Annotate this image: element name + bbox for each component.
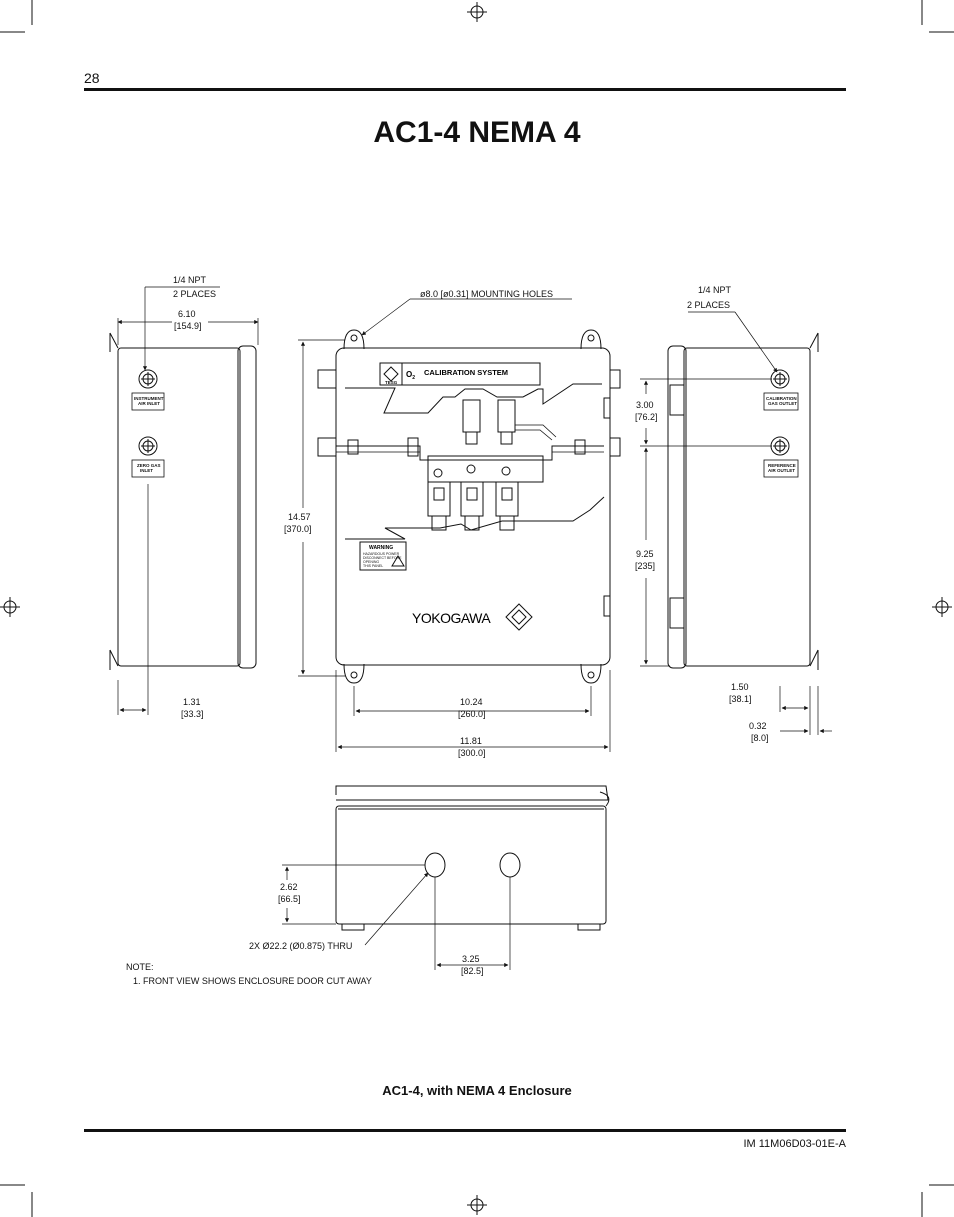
zero-gas-label-2: INLET bbox=[140, 468, 153, 473]
warning-line-2: DISCONNECT BEFORE bbox=[363, 556, 402, 560]
left-width-dim: 6.10 bbox=[178, 309, 196, 319]
document-code: IM 11M06D03-01E-A bbox=[743, 1138, 846, 1150]
hole-spacing-dim: 10.24 bbox=[460, 697, 483, 707]
instrument-air-label-2: AIR INLET bbox=[138, 401, 160, 406]
right-side-view bbox=[640, 311, 832, 735]
left-npt-line1: 1/4 NPT bbox=[173, 275, 207, 285]
ref-air-label-2: AIR OUTLET bbox=[768, 468, 795, 473]
right-lip-mm: [8.0] bbox=[751, 733, 769, 743]
bottom-height-mm: [66.5] bbox=[278, 894, 301, 904]
brand-logo: YOKOGAWA bbox=[412, 610, 491, 626]
front-height-dim: 14.57 bbox=[288, 512, 311, 522]
instrument-air-label-1: INSTRUMENT bbox=[134, 396, 164, 401]
right-upper-dim: 3.00 bbox=[636, 400, 654, 410]
nameplate-o2: O2 bbox=[406, 370, 415, 381]
right-depth-dim: 1.50 bbox=[731, 682, 749, 692]
left-npt-line2: 2 PLACES bbox=[173, 289, 216, 299]
bottom-spacing-dim: 3.25 bbox=[462, 954, 480, 964]
bottom-view bbox=[282, 785, 610, 970]
right-depth-mm: [38.1] bbox=[729, 694, 752, 704]
warning-line-4: THIS PANEL bbox=[363, 564, 383, 568]
note-1: 1. FRONT VIEW SHOWS ENCLOSURE DOOR CUT A… bbox=[133, 976, 372, 986]
notes-title: NOTE: bbox=[126, 962, 154, 972]
overall-width-mm: [300.0] bbox=[458, 748, 486, 758]
left-side-view bbox=[109, 286, 259, 715]
bottom-spacing-mm: [82.5] bbox=[461, 966, 484, 976]
footer-rule bbox=[84, 1129, 846, 1132]
mounting-holes-callout: ø8.0 [ø0.31] MOUNTING HOLES bbox=[420, 289, 553, 299]
figure-caption: AC1-4, with NEMA 4 Enclosure bbox=[382, 1083, 572, 1098]
page-title: AC1-4 NEMA 4 bbox=[373, 116, 581, 149]
right-lower-mm: [235] bbox=[635, 561, 655, 571]
warning-line-1: HAZARDOUS POWER bbox=[363, 552, 400, 556]
header-rule bbox=[84, 88, 846, 91]
ref-air-label-1: REFERENCE bbox=[768, 463, 796, 468]
nameplate-title: CALIBRATION SYSTEM bbox=[424, 368, 508, 377]
right-lower-dim: 9.25 bbox=[636, 549, 654, 559]
warning-line-3: OPENING bbox=[363, 560, 379, 564]
left-offset-mm: [33.3] bbox=[181, 709, 204, 719]
cal-gas-label-2: GAS OUTLET bbox=[768, 401, 797, 406]
right-lip-dim: 0.32 bbox=[749, 721, 767, 731]
left-width-mm: [154.9] bbox=[174, 321, 202, 331]
right-upper-mm: [76.2] bbox=[635, 412, 658, 422]
warning-title: WARNING bbox=[369, 545, 393, 551]
bottom-holes-callout: 2X Ø22.2 (Ø0.875) THRU bbox=[249, 941, 352, 951]
page-number: 28 bbox=[84, 70, 100, 86]
bottom-height-dim: 2.62 bbox=[280, 882, 298, 892]
tesg-label: TESG bbox=[385, 380, 398, 385]
left-offset-dim: 1.31 bbox=[183, 697, 201, 707]
front-height-mm: [370.0] bbox=[284, 524, 312, 534]
front-view bbox=[298, 298, 621, 752]
right-npt-line1: 1/4 NPT bbox=[698, 285, 732, 295]
cal-gas-label-1: CALIBRATION bbox=[766, 396, 797, 401]
overall-width-dim: 11.81 bbox=[460, 736, 482, 746]
zero-gas-label-1: ZERO GAS bbox=[137, 463, 161, 468]
right-npt-line2: 2 PLACES bbox=[687, 300, 730, 310]
hole-spacing-mm: [260.0] bbox=[458, 709, 486, 719]
